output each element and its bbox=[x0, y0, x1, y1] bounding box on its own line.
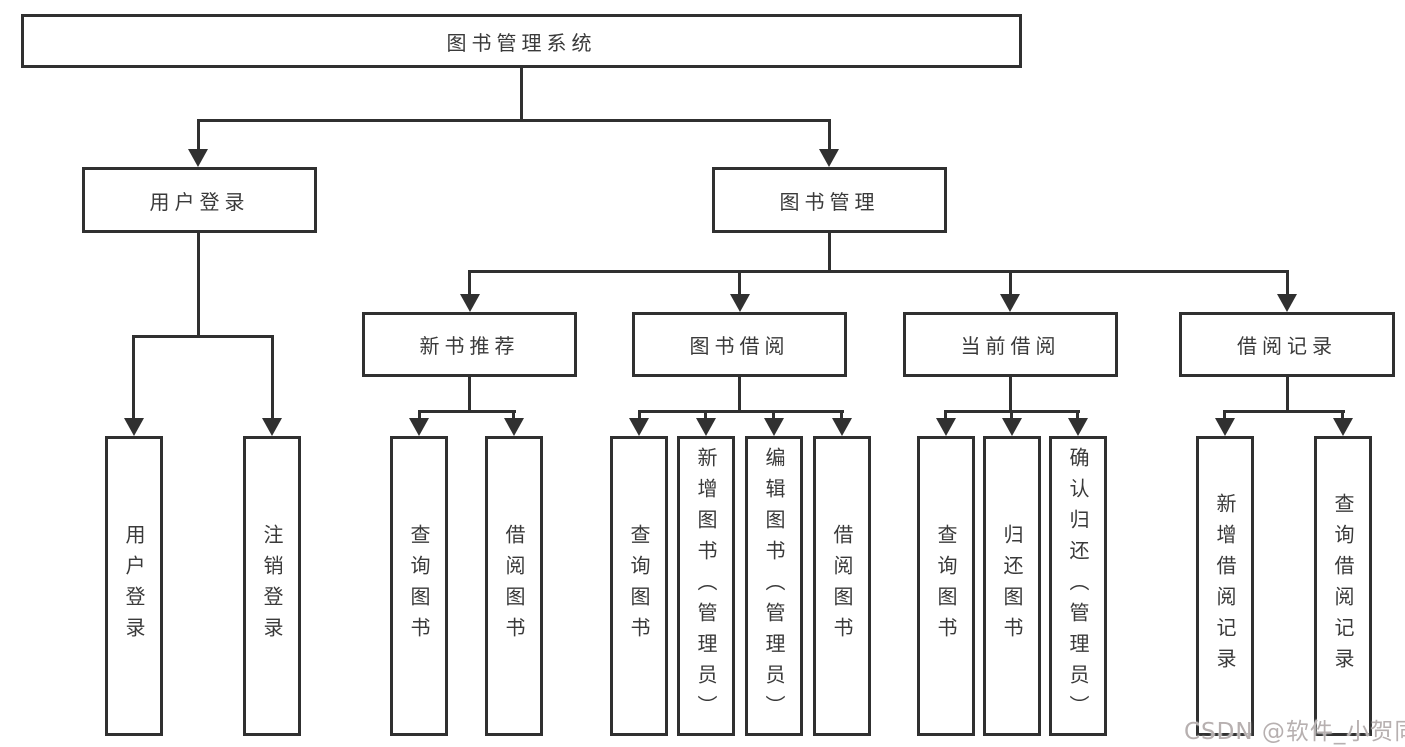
arrow-down-icon bbox=[504, 418, 524, 436]
leaf-confirm-return-admin: 确认归还（管理员） bbox=[1049, 436, 1107, 736]
node-system-root-label: 图书管理系统 bbox=[446, 30, 597, 55]
connector-level2-stem bbox=[468, 270, 471, 296]
leaf-add-books-admin: 新增图书（管理员） bbox=[677, 436, 735, 736]
leaf-query-borrow-record: 查询借阅记录 bbox=[1314, 436, 1372, 736]
node-book-management: 图书管理 bbox=[712, 167, 947, 233]
connector-leaf-stem bbox=[1223, 410, 1226, 420]
connector-root-feed bbox=[520, 66, 523, 122]
arrow-down-icon bbox=[764, 418, 784, 436]
node-system-root: 图书管理系统 bbox=[21, 14, 1022, 68]
leaf-add-books-admin-label: 新增图书（管理员） bbox=[694, 446, 718, 726]
connector-branch-feed bbox=[1009, 377, 1012, 413]
leaf-return-books: 归还图书 bbox=[983, 436, 1041, 736]
arrow-down-icon bbox=[832, 418, 852, 436]
connector-level2-stem bbox=[1009, 270, 1012, 296]
connector-user-login-bar bbox=[133, 335, 274, 338]
arrow-down-icon bbox=[188, 149, 208, 167]
leaf-logout-label: 注销登录 bbox=[260, 524, 284, 648]
connector-leaf-stem bbox=[840, 410, 843, 420]
arrow-down-icon bbox=[1215, 418, 1235, 436]
arrow-down-icon bbox=[1277, 294, 1297, 312]
connector-leaf-stem bbox=[772, 410, 775, 420]
csdn-watermark: CSDN @软件_小贺同学 bbox=[1184, 719, 1405, 745]
arrow-down-icon bbox=[1333, 418, 1353, 436]
leaf-borrow-books-2-label: 借阅图书 bbox=[830, 524, 854, 648]
connector-leaf-stem bbox=[944, 410, 947, 420]
leaf-query-books-3: 查询图书 bbox=[917, 436, 975, 736]
leaf-query-books-1: 查询图书 bbox=[390, 436, 448, 736]
arrow-down-icon bbox=[460, 294, 480, 312]
leaf-add-borrow-record: 新增借阅记录 bbox=[1196, 436, 1254, 736]
leaf-borrow-books-2: 借阅图书 bbox=[813, 436, 871, 736]
leaf-user-login: 用户登录 bbox=[105, 436, 163, 736]
connector-level2-stem bbox=[738, 270, 741, 296]
node-new-book-recommend: 新书推荐 bbox=[362, 312, 577, 377]
arrow-down-icon bbox=[409, 418, 429, 436]
node-book-borrow: 图书借阅 bbox=[632, 312, 847, 377]
leaf-borrow-books-1: 借阅图书 bbox=[485, 436, 543, 736]
leaf-query-books-1-label: 查询图书 bbox=[407, 524, 431, 648]
connector-level2-stem bbox=[1286, 270, 1289, 296]
arrow-down-icon bbox=[1002, 418, 1022, 436]
connector-leaf-stem bbox=[704, 410, 707, 420]
connector-book-mgmt-feed bbox=[828, 233, 831, 273]
connector-branch-feed bbox=[1286, 377, 1289, 413]
node-book-borrow-label: 图书借阅 bbox=[689, 334, 790, 358]
connector-leaf-stem bbox=[638, 410, 641, 420]
node-borrow-records-label: 借阅记录 bbox=[1237, 334, 1337, 358]
connector-leaf-stem bbox=[1076, 410, 1079, 420]
connector-newbook-bar bbox=[418, 410, 516, 413]
leaf-edit-books-admin-label: 编辑图书（管理员） bbox=[762, 446, 786, 726]
connector-leaf-stem bbox=[418, 410, 421, 420]
leaf-edit-books-admin: 编辑图书（管理员） bbox=[745, 436, 803, 736]
leaf-user-login-label: 用户登录 bbox=[122, 524, 146, 648]
arrow-down-icon bbox=[262, 418, 282, 436]
arrow-down-icon bbox=[1068, 418, 1088, 436]
connector-leaf-stem bbox=[1010, 410, 1013, 420]
connector-branch-feed bbox=[738, 377, 741, 413]
connector-book-mgmt-stem bbox=[828, 119, 831, 153]
node-current-borrow: 当前借阅 bbox=[903, 312, 1118, 377]
leaf-query-books-2: 查询图书 bbox=[610, 436, 668, 736]
connector-leaf-stem bbox=[132, 335, 135, 420]
arrow-down-icon bbox=[1000, 294, 1020, 312]
leaf-query-books-2-label: 查询图书 bbox=[627, 524, 651, 648]
arrow-down-icon bbox=[629, 418, 649, 436]
connector-branch-feed bbox=[468, 377, 471, 413]
node-book-management-label: 图书管理 bbox=[779, 189, 880, 214]
leaf-query-books-3-label: 查询图书 bbox=[934, 524, 958, 648]
connector-level1-bar bbox=[197, 119, 831, 122]
leaf-query-borrow-record-label: 查询借阅记录 bbox=[1331, 493, 1355, 679]
connector-records-bar bbox=[1224, 410, 1345, 413]
node-user-login: 用户登录 bbox=[82, 167, 317, 233]
leaf-add-borrow-record-label: 新增借阅记录 bbox=[1213, 493, 1237, 679]
arrow-down-icon bbox=[696, 418, 716, 436]
arrow-down-icon bbox=[124, 418, 144, 436]
leaf-borrow-books-1-label: 借阅图书 bbox=[502, 524, 526, 648]
arrow-down-icon bbox=[936, 418, 956, 436]
node-current-borrow-label: 当前借阅 bbox=[960, 334, 1061, 358]
connector-bookborrow-bar bbox=[638, 410, 844, 413]
connector-level2-bar bbox=[468, 270, 1289, 273]
connector-leaf-stem bbox=[512, 410, 515, 420]
arrow-down-icon bbox=[730, 294, 750, 312]
connector-leaf-stem bbox=[271, 335, 274, 420]
connector-user-login-stem bbox=[197, 119, 200, 153]
leaf-return-books-label: 归还图书 bbox=[1000, 524, 1024, 648]
node-user-login-label: 用户登录 bbox=[149, 189, 250, 214]
arrow-down-icon bbox=[819, 149, 839, 167]
leaf-logout: 注销登录 bbox=[243, 436, 301, 736]
node-borrow-records: 借阅记录 bbox=[1179, 312, 1395, 377]
connector-user-login-feed bbox=[197, 233, 200, 338]
connector-leaf-stem bbox=[1341, 410, 1344, 420]
node-new-book-recommend-label: 新书推荐 bbox=[419, 334, 520, 358]
leaf-confirm-return-admin-label: 确认归还（管理员） bbox=[1066, 446, 1090, 726]
